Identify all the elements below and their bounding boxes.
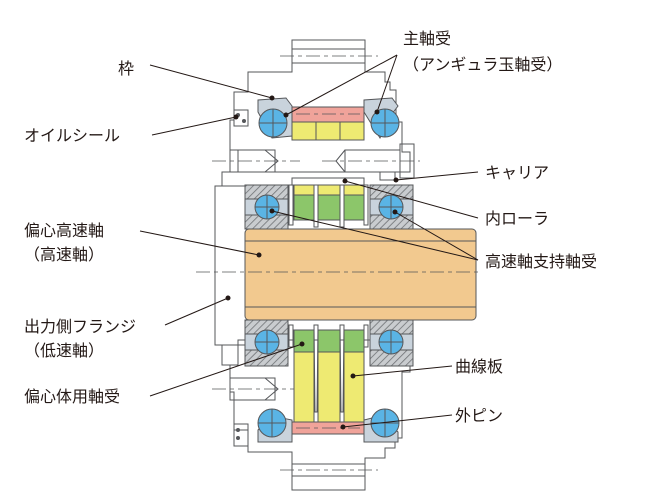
label-carrier: キャリア	[485, 163, 549, 182]
oil-seal-bottom	[233, 423, 249, 447]
label-frame: 枠	[118, 59, 134, 78]
inner-roller-top	[288, 177, 369, 228]
label-eccentric-shaft: 偏心高速軸	[24, 221, 104, 240]
hs-support-bearing-bottom-left	[244, 319, 289, 367]
outer-pin-top	[291, 106, 365, 123]
hs-support-bearing-top-left	[244, 184, 289, 230]
hs-support-bearing-top-right	[369, 184, 414, 230]
output-flange	[214, 171, 248, 366]
label-output-flange-sub: （低速軸）	[24, 341, 104, 360]
label-oil-seal: オイルシール	[24, 126, 120, 145]
label-eccentric-bearing: 偏心体用軸受	[24, 387, 120, 406]
label-output-flange: 出力側フランジ	[24, 317, 136, 336]
eccentric-bearing-bottom	[293, 329, 365, 353]
label-main-bearing-sub: （アンギュラ玉軸受）	[403, 55, 562, 74]
leader-lines	[139, 54, 479, 430]
main-bearing-bottom	[257, 408, 400, 443]
bolt-bottom-left	[212, 377, 300, 401]
label-main-bearing: 主軸受	[403, 29, 451, 48]
label-outer-pin: 外ピン	[455, 406, 503, 425]
main-bearing-top	[257, 97, 400, 140]
curved-plate-top	[291, 121, 365, 141]
label-curved-plate: 曲線板	[455, 357, 503, 376]
hs-support-bearing-bottom-right	[369, 319, 414, 367]
label-eccentric-shaft-sub: （高速軸）	[24, 245, 104, 264]
label-inner-roller: 内ローラ	[485, 209, 549, 228]
bolt-top-right	[322, 143, 420, 179]
label-hs-support-bearing: 高速軸支持軸受	[485, 252, 597, 271]
bolt-top-left	[212, 149, 300, 173]
eccentric-high-speed-shaft	[244, 228, 477, 321]
curved-plate-bottom	[288, 324, 369, 423]
